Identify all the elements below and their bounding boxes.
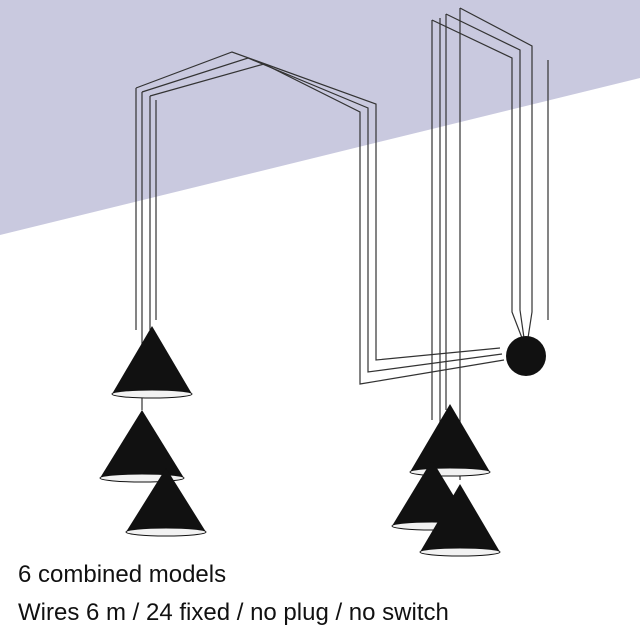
caption-line-specs: Wires 6 m / 24 fixed / no plug / no swit…	[18, 599, 449, 626]
wire-left-1	[135, 51, 501, 361]
lamp-left-top	[111, 326, 193, 399]
ceiling-plane	[0, 0, 640, 235]
lamp-right-bottom	[419, 484, 501, 557]
lamp-right-top	[409, 404, 491, 477]
wire-left-2	[141, 57, 503, 373]
lamp-left-middle	[99, 410, 185, 483]
wire-right-2	[445, 13, 525, 339]
wire-right-3	[459, 7, 533, 339]
lamp-left-bottom	[125, 468, 207, 537]
ceiling-hub	[506, 336, 546, 376]
wire-left-3	[149, 63, 505, 385]
caption-line-models: 6 combined models	[18, 561, 227, 588]
wire-right-1	[431, 19, 523, 339]
suspension-wires	[135, 7, 549, 480]
